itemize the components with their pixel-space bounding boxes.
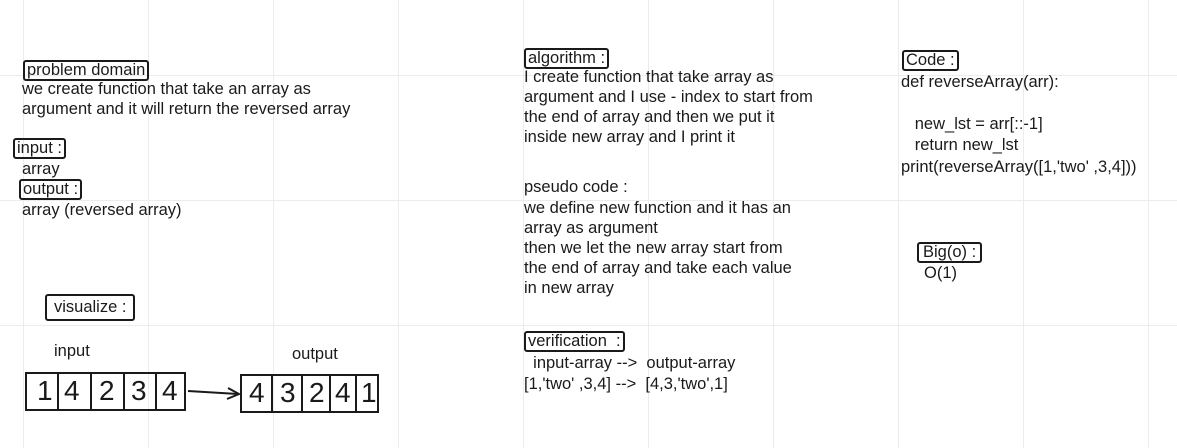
- big-o-label: Big(o) :: [917, 242, 983, 263]
- algorithm-line-4: inside new array and I print it: [524, 128, 735, 146]
- input-label: input :: [13, 138, 66, 159]
- code-label: Code :: [902, 50, 959, 71]
- verification-line-2: [1,'two' ,3,4] --> [4,3,'two',1]: [524, 375, 728, 393]
- code-line-5: print(reverseArray([1,'two' ,3,4])): [901, 158, 1137, 176]
- visualize-input-caption: input: [54, 342, 90, 360]
- input-cell: 3: [131, 375, 147, 406]
- visualize-label: visualize :: [45, 294, 136, 321]
- output-cell: 1: [361, 377, 377, 408]
- algorithm-line-3: the end of array and then we put it: [524, 108, 775, 126]
- output-value: array (reversed array): [22, 201, 182, 219]
- input-value: array: [22, 160, 60, 178]
- output-cell: 2: [309, 377, 325, 408]
- algorithm-line-1: I create function that take array as: [524, 68, 774, 86]
- pseudo-line-5: in new array: [524, 279, 614, 297]
- input-cell: 4: [64, 375, 80, 406]
- code-line-1: def reverseArray(arr):: [901, 73, 1059, 91]
- pseudo-code-heading: pseudo code :: [524, 178, 628, 196]
- input-cell: 2: [99, 375, 115, 406]
- pseudo-line-2: array as argument: [524, 219, 658, 237]
- pseudo-line-1: we define new function and it has an: [524, 199, 791, 217]
- problem-line-2: argument and it will return the reversed…: [22, 100, 351, 118]
- output-cell: 4: [335, 377, 351, 408]
- arrow-line: [187, 390, 239, 395]
- visualize-output-caption: output: [292, 345, 338, 363]
- output-array-box: [240, 374, 379, 413]
- output-label: output :: [19, 179, 83, 200]
- pseudo-line-3: then we let the new array start from: [524, 239, 783, 257]
- problem-line-1: we create function that take an array as: [22, 80, 311, 98]
- code-line-4: return new_lst: [901, 136, 1019, 154]
- input-array-box: [25, 372, 186, 411]
- algorithm-line-2: argument and I use - index to start from: [524, 88, 813, 106]
- verification-label: verification :: [524, 331, 625, 352]
- big-o-value: O(1): [924, 264, 957, 282]
- code-line-3: new_lst = arr[::-1]: [901, 115, 1043, 133]
- problem-domain-label: problem domain: [23, 60, 150, 81]
- input-cell: 4: [162, 375, 178, 406]
- algorithm-label: algorithm :: [524, 48, 610, 69]
- output-cell: 3: [280, 377, 296, 408]
- arrowhead-icon: [226, 387, 242, 400]
- input-cell: 1: [37, 375, 53, 406]
- pseudo-line-4: the end of array and take each value: [524, 259, 792, 277]
- verification-line-1: input-array --> output-array: [524, 354, 736, 372]
- output-cell: 4: [249, 377, 265, 408]
